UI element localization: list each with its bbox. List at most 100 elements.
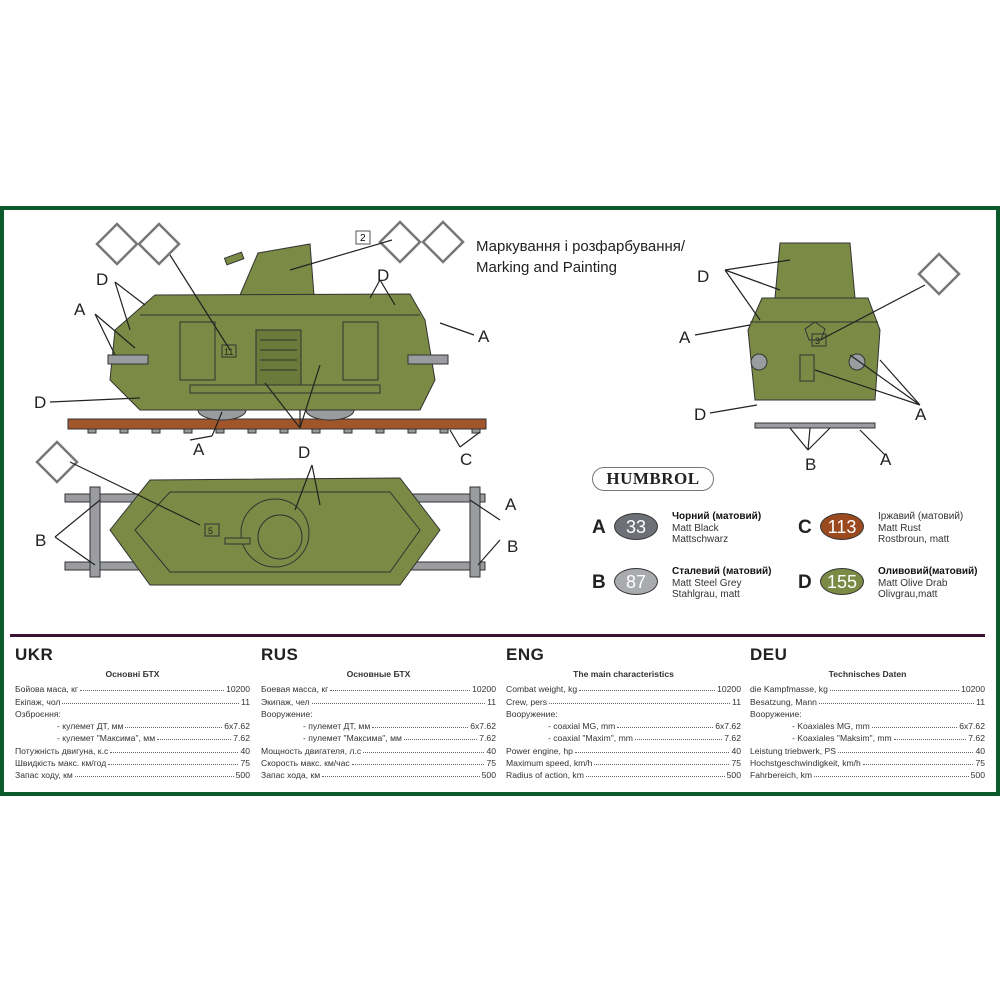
language-heading: ENG xyxy=(506,645,545,664)
dot-leader xyxy=(585,776,725,778)
language-heading: RUS xyxy=(261,645,299,664)
callout-d: D xyxy=(697,267,709,286)
spec-value: 6х7.62 xyxy=(224,721,250,732)
paint-letter: A xyxy=(592,517,606,538)
spec-row: Power engine, hp 40 xyxy=(506,743,741,756)
spec-row: Fahrbereich, km 500 xyxy=(750,768,985,780)
spec-row: Вооружение: xyxy=(750,707,985,719)
spec-value: 500 xyxy=(235,770,250,781)
spec-label: - Koaxiales MG, mm xyxy=(792,721,870,732)
dot-leader xyxy=(322,776,480,778)
spec-value: 7.62 xyxy=(479,733,496,744)
spec-row: Екіпаж, чол 11 xyxy=(15,694,250,707)
spec-label: Швидкість макс. км/год xyxy=(15,758,107,769)
dot-leader xyxy=(574,751,730,753)
dot-leader xyxy=(579,690,716,692)
hull-front xyxy=(747,297,881,401)
spec-value: 40 xyxy=(240,745,250,756)
dot-leader xyxy=(108,764,239,766)
spec-label: Power engine, hp xyxy=(506,745,573,756)
spec-row: - пулемет ДТ, мм 6х7.62 xyxy=(261,719,496,731)
paint-name-eng: Matt Black xyxy=(672,522,719,534)
dot-leader xyxy=(893,739,967,741)
spec-value: 10200 xyxy=(961,684,985,695)
spec-row: Потужність двигуна, к.с 40 xyxy=(15,743,250,756)
spec-label: - Koaxiales "Maksim", mm xyxy=(792,733,892,744)
dot-leader xyxy=(862,764,974,766)
dot-leader xyxy=(110,751,239,753)
spec-value: 75 xyxy=(240,758,250,769)
callout-a: A xyxy=(74,300,86,319)
spec-label: - кулемет ДТ, мм xyxy=(57,721,124,732)
spec-label: Потужність двигуна, к.с xyxy=(15,745,109,756)
callout-lines xyxy=(49,239,926,566)
spec-row: Crew, pers 11 xyxy=(506,694,741,707)
spec-row: Швидкість макс. км/год 75 xyxy=(15,756,250,768)
spec-label: - кулемет "Максима", мм xyxy=(57,733,156,744)
paint-name-eng: Matt Rust xyxy=(878,522,921,534)
dot-leader xyxy=(814,776,969,778)
spec-label: Боевая масса, кг xyxy=(261,684,329,695)
spec-row: Вооружение: xyxy=(261,707,496,719)
paint-name-ukr: Сталевий (матовий) xyxy=(672,566,772,577)
spec-label: Crew, pers xyxy=(506,696,548,707)
spec-label: Запас хода, км xyxy=(261,770,321,781)
decal-number: 5 xyxy=(208,526,213,536)
paint-name-deu: Stahlgrau, matt xyxy=(672,589,740,600)
callout-b: B xyxy=(35,531,46,550)
spec-row: Hochstgeschwindigkeit, km/h 75 xyxy=(750,756,985,768)
spec-label: Озброєння: xyxy=(15,708,61,719)
dot-leader xyxy=(80,690,225,692)
specs-subtitle: The main characteristics xyxy=(573,669,674,679)
spec-label: Бойова маса, кг xyxy=(15,684,79,695)
spec-row: Озброєння: xyxy=(15,707,250,719)
paint-name-deu: Rostbroun, matt xyxy=(878,534,950,545)
spec-value: 11 xyxy=(241,696,250,707)
callout-letters: A D D A D A D C B A B D A D A B A xyxy=(34,266,927,556)
spec-row: Вооружение: xyxy=(506,707,741,719)
dot-leader xyxy=(311,702,486,704)
paint-swatch: 113 xyxy=(820,513,864,540)
spec-row: - Koaxiales MG, mm 6x7.62 xyxy=(750,719,985,731)
callout-b: B xyxy=(805,455,816,474)
spec-label: Экипаж, чел xyxy=(261,696,310,707)
spec-value: 500 xyxy=(481,770,496,781)
callout-d: D xyxy=(298,443,310,462)
spec-label: Скорость макс. км/час xyxy=(261,758,350,769)
spec-label: Besatzung, Mann xyxy=(750,696,817,707)
spec-row: Бойова маса, кг 10200 xyxy=(15,682,250,694)
top-view: 5 xyxy=(64,477,486,586)
dot-leader xyxy=(837,751,974,753)
spec-label: Вооружение: xyxy=(506,708,558,719)
dot-leader xyxy=(372,727,469,729)
spec-row: - пулемет "Максима", мм 7.62 xyxy=(261,731,496,743)
spec-label: Maximum speed, km/h xyxy=(506,758,593,769)
dot-leader xyxy=(594,764,730,766)
specs-ukr: UKR Основні БТХ Бойова маса, кг 10200 Ек… xyxy=(15,645,250,780)
dot-leader xyxy=(351,764,485,766)
decal-number: 11 xyxy=(224,347,233,357)
spec-row: Radius of action, km 500 xyxy=(506,768,741,780)
spec-row: Besatzung, Mann 11 xyxy=(750,694,985,707)
dot-leader xyxy=(157,739,232,741)
spec-label: Мощность двигателя, л.с xyxy=(261,745,362,756)
spec-value: 10200 xyxy=(717,684,741,695)
spec-value: 40 xyxy=(486,745,496,756)
section-divider xyxy=(10,634,985,637)
spec-label: Запас ходу, км xyxy=(15,770,73,781)
paint-letter: D xyxy=(798,572,812,593)
paint-name-eng: Matt Steel Grey xyxy=(672,577,742,589)
spec-label: Leistung triebwerk, PS xyxy=(750,745,836,756)
dot-leader xyxy=(330,690,471,692)
specs-subtitle: Основные БТХ xyxy=(346,669,411,679)
spec-row: Combat weight, kg 10200 xyxy=(506,682,741,694)
callout-d: D xyxy=(34,393,46,412)
spec-label: Fahrbereich, km xyxy=(750,770,813,781)
language-heading: UKR xyxy=(15,645,54,664)
callout-a: A xyxy=(915,405,927,424)
callout-d: D xyxy=(96,270,108,289)
dot-leader xyxy=(871,727,958,729)
callout-c: C xyxy=(460,450,472,469)
paint-name-ukr: Чорний (матовий) xyxy=(672,511,762,522)
spec-row: die Kampfmasse, kg 10200 xyxy=(750,682,985,694)
